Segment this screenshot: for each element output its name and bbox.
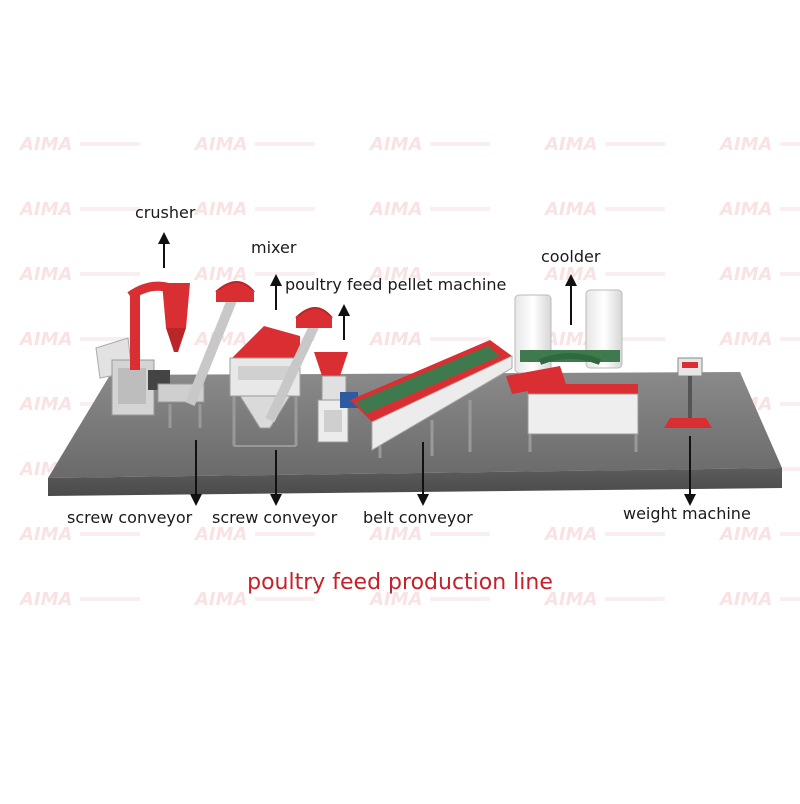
watermark-company-text	[605, 597, 665, 601]
watermark-company-text	[780, 532, 800, 536]
watermark-company-text	[430, 142, 490, 146]
watermark-logo: AIMA	[718, 134, 772, 155]
watermark-logo: AIMA	[193, 264, 247, 285]
watermark-company-text	[780, 337, 800, 341]
watermark-logo: AIMA	[18, 524, 72, 545]
watermark-company-text	[780, 467, 800, 471]
watermark-company-text	[430, 272, 490, 276]
watermark-logo: AIMA	[718, 524, 772, 545]
crusher-machine	[95, 281, 190, 416]
watermark-logo: AIMA	[193, 134, 247, 155]
watermark-company-text	[80, 337, 140, 341]
watermark-company-text	[80, 532, 140, 536]
watermark-logo: AIMA	[543, 134, 597, 155]
watermark-logo: AIMA	[193, 524, 247, 545]
watermark-company-text	[430, 597, 490, 601]
watermark-company-text	[80, 597, 140, 601]
watermark-logo: AIMA	[368, 329, 422, 350]
screw-conveyor-2-machine	[265, 307, 333, 423]
watermark-company-text	[780, 402, 800, 406]
watermark-company-text	[80, 142, 140, 146]
watermark-company-text	[80, 272, 140, 276]
watermark-company-text	[430, 337, 490, 341]
pointer-arrows	[158, 232, 696, 506]
belt-conveyor-label: belt conveyor	[363, 508, 473, 527]
watermark-logo: AIMA	[368, 524, 422, 545]
watermark-company-text	[605, 272, 665, 276]
watermark-logo: AIMA	[543, 524, 597, 545]
watermark-logo: AIMA	[368, 264, 422, 285]
watermark-company-text	[255, 597, 315, 601]
watermark-company-text	[780, 272, 800, 276]
watermark-logo: AIMA	[543, 199, 597, 220]
belt-conveyor-machine	[350, 340, 513, 458]
watermark-company-text	[780, 142, 800, 146]
watermark-logo: AIMA	[543, 329, 597, 350]
mixer-label: mixer	[251, 238, 297, 257]
pellet-machine	[314, 352, 358, 443]
watermark-logo: AIMA	[18, 134, 72, 155]
watermark-logo: AIMA	[718, 589, 772, 610]
watermark-company-text	[780, 597, 800, 601]
watermark-company-text	[605, 207, 665, 211]
watermark-logo: AIMA	[368, 134, 422, 155]
watermark-company-text	[605, 532, 665, 536]
watermark-logo: AIMA	[18, 329, 72, 350]
watermark-logo: AIMA	[18, 394, 72, 415]
watermark-company-text	[80, 207, 140, 211]
watermark-logo: AIMA	[718, 329, 772, 350]
watermark-logo: AIMA	[543, 589, 597, 610]
crusher-label: crusher	[135, 203, 196, 222]
watermark-company-text	[605, 337, 665, 341]
watermark-logo: AIMA	[368, 199, 422, 220]
watermark-company-text	[780, 207, 800, 211]
screw-conveyor-2-label: screw conveyor	[212, 508, 338, 527]
watermark-logo: AIMA	[18, 264, 72, 285]
watermark-logo: AIMA	[193, 199, 247, 220]
watermark-logo: AIMA	[718, 199, 772, 220]
pellet-machine-label: poultry feed pellet machine	[285, 275, 507, 294]
watermark-company-text	[255, 532, 315, 536]
cooler-machine	[506, 289, 639, 452]
watermark-company-text	[430, 207, 490, 211]
watermark-company-text	[605, 142, 665, 146]
diagram-caption: poultry feed production line	[247, 570, 553, 595]
watermark-company-text	[255, 272, 315, 276]
weight-machine-label: weight machine	[623, 504, 751, 523]
watermark-company-text	[255, 207, 315, 211]
watermark-logo: AIMA	[368, 589, 422, 610]
watermark-company-text	[430, 532, 490, 536]
watermark-company-text	[255, 142, 315, 146]
watermark-layer: AIMA AIMA AIMA AIMA AIMA AIMA AIMA AIMA AIMA AIMA…	[18, 134, 800, 610]
coolder-label: coolder	[541, 247, 601, 266]
screw-conveyor-1-machine	[157, 281, 255, 428]
weight-machine-device	[664, 357, 712, 428]
watermark-logo: AIMA	[18, 589, 72, 610]
watermark-logo: AIMA	[718, 264, 772, 285]
screw-conveyor-1-label: screw conveyor	[67, 508, 193, 527]
watermark-logo: AIMA	[193, 589, 247, 610]
watermark-logo: AIMA	[18, 199, 72, 220]
